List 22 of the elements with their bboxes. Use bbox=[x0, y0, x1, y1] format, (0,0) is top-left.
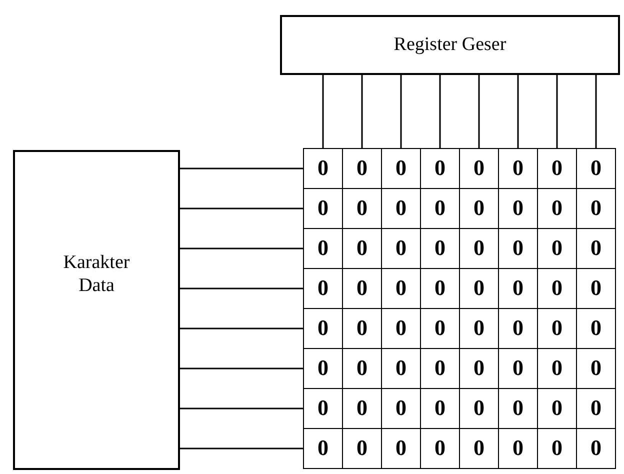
connector-line bbox=[180, 408, 303, 410]
bit-cell: 0 bbox=[303, 428, 343, 469]
connector-line bbox=[180, 328, 303, 330]
connector-line bbox=[478, 75, 480, 148]
connector-line bbox=[180, 448, 303, 450]
connector-line bbox=[180, 368, 303, 370]
register-box: Register Geser bbox=[280, 15, 620, 75]
connector-line bbox=[180, 168, 303, 170]
connector-line bbox=[361, 75, 363, 148]
connector-line bbox=[595, 75, 597, 148]
bit-cell: 0 bbox=[576, 148, 616, 189]
connector-line bbox=[180, 208, 303, 210]
data-box: Karakter Data bbox=[13, 150, 180, 470]
connector-line bbox=[180, 288, 303, 290]
bit-cell: 0 bbox=[303, 148, 343, 189]
connector-line bbox=[180, 248, 303, 250]
bit-cell: 0 bbox=[576, 428, 616, 469]
connector-line bbox=[517, 75, 519, 148]
connector-line bbox=[322, 75, 324, 148]
connector-line bbox=[439, 75, 441, 148]
connector-line bbox=[400, 75, 402, 148]
connector-line bbox=[556, 75, 558, 148]
